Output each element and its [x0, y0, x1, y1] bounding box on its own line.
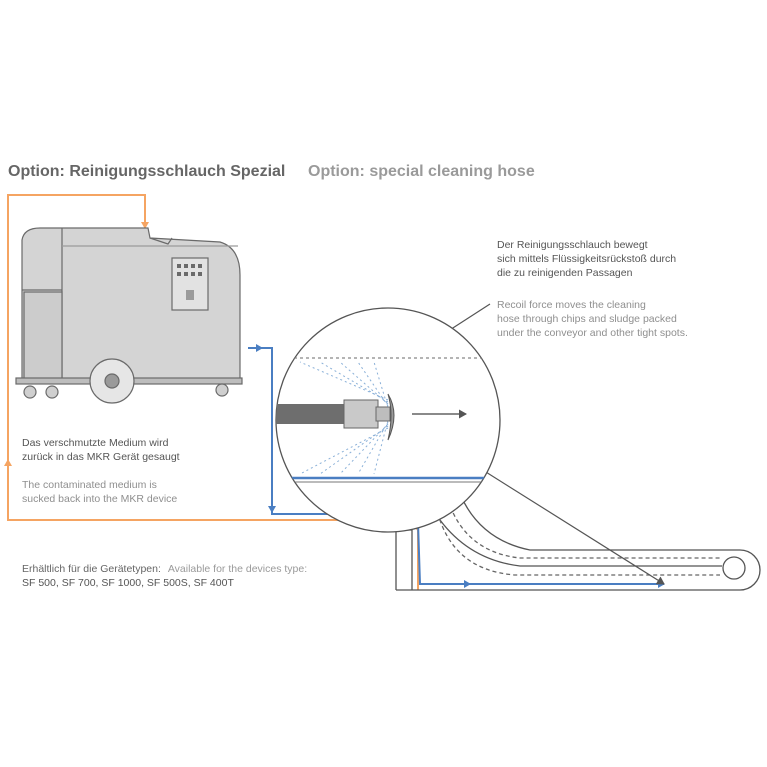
mkr-device — [15, 227, 243, 404]
availability-label-german: Erhältlich für die Gerätetypen: — [22, 563, 161, 575]
hose-pipe — [276, 404, 350, 424]
availability-label-english: Available for the devices type: — [167, 563, 308, 575]
magnifier-detail — [275, 307, 501, 533]
nozzle-head — [387, 393, 395, 441]
suction-note-english: The contaminated medium is sucked back i… — [22, 479, 178, 505]
hose-note-english: Recoil force moves the cleaning hose thr… — [497, 299, 688, 339]
chip-conveyor — [395, 493, 761, 591]
device-types: SF 500, SF 700, SF 1000, SF 500S, SF 400… — [22, 577, 234, 589]
suction-note-german: Das verschmutzte Medium wird zurück in d… — [22, 437, 180, 463]
title-english: Option: special cleaning hose — [308, 163, 535, 180]
control-panel-buttons — [177, 264, 202, 300]
availability-note: Erhältlich für die Gerätetypen: Availabl… — [22, 562, 307, 590]
spray-jets — [299, 361, 389, 475]
hose-note-german: Der Reinigungsschlauch bewegt sich mitte… — [497, 239, 677, 279]
nozzle-body — [343, 399, 379, 429]
title-german: Option: Reinigungsschlauch Spezial — [8, 163, 286, 180]
